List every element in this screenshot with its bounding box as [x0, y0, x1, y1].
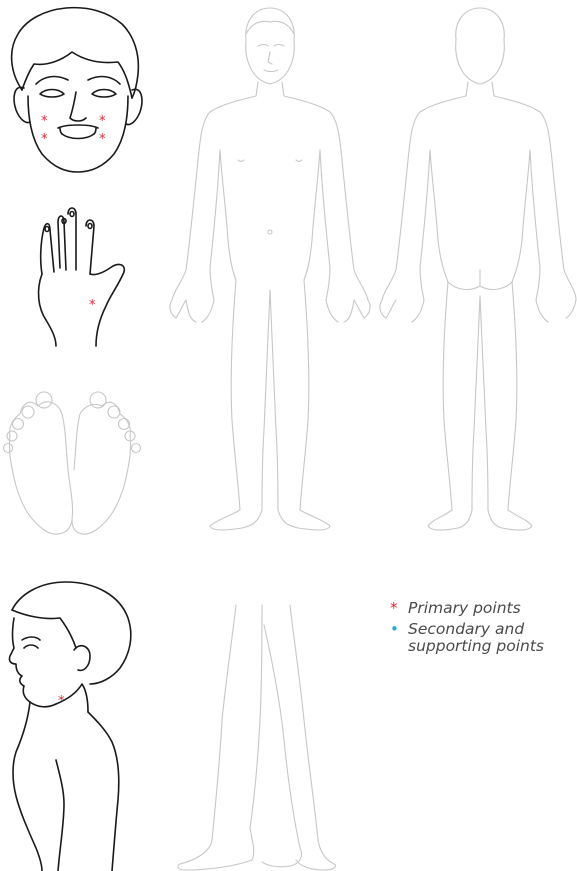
- point-marker: *: [99, 114, 106, 129]
- point-marker: *: [89, 298, 96, 313]
- legend-secondary-label-line1: Secondary and: [408, 621, 577, 638]
- primary-point-marker-icon: *: [390, 600, 398, 617]
- head-side-figure: [9, 582, 130, 871]
- legend-primary-label: Primary points: [408, 600, 577, 617]
- hand-primary-points: *: [89, 298, 96, 313]
- point-marker: *: [41, 132, 48, 147]
- hand-figure: [39, 208, 125, 346]
- point-marker: *: [41, 114, 48, 129]
- legend-item-secondary: • Secondary and supporting points: [388, 621, 577, 655]
- point-marker: *: [58, 694, 65, 709]
- legend: * Primary points • Secondary and support…: [388, 600, 577, 659]
- point-marker: *: [99, 132, 106, 147]
- face-front-figure: [12, 8, 142, 172]
- feet-soles-figure: [4, 392, 141, 534]
- head-side-primary-points: *: [58, 694, 65, 709]
- body-front-figure: [170, 8, 370, 530]
- legend-item-primary: * Primary points: [388, 600, 577, 617]
- legend-secondary-label-line2: supporting points: [408, 638, 577, 655]
- body-back-figure: [380, 8, 576, 530]
- secondary-point-marker-icon: •: [390, 621, 399, 638]
- legs-side-figure: [178, 605, 336, 870]
